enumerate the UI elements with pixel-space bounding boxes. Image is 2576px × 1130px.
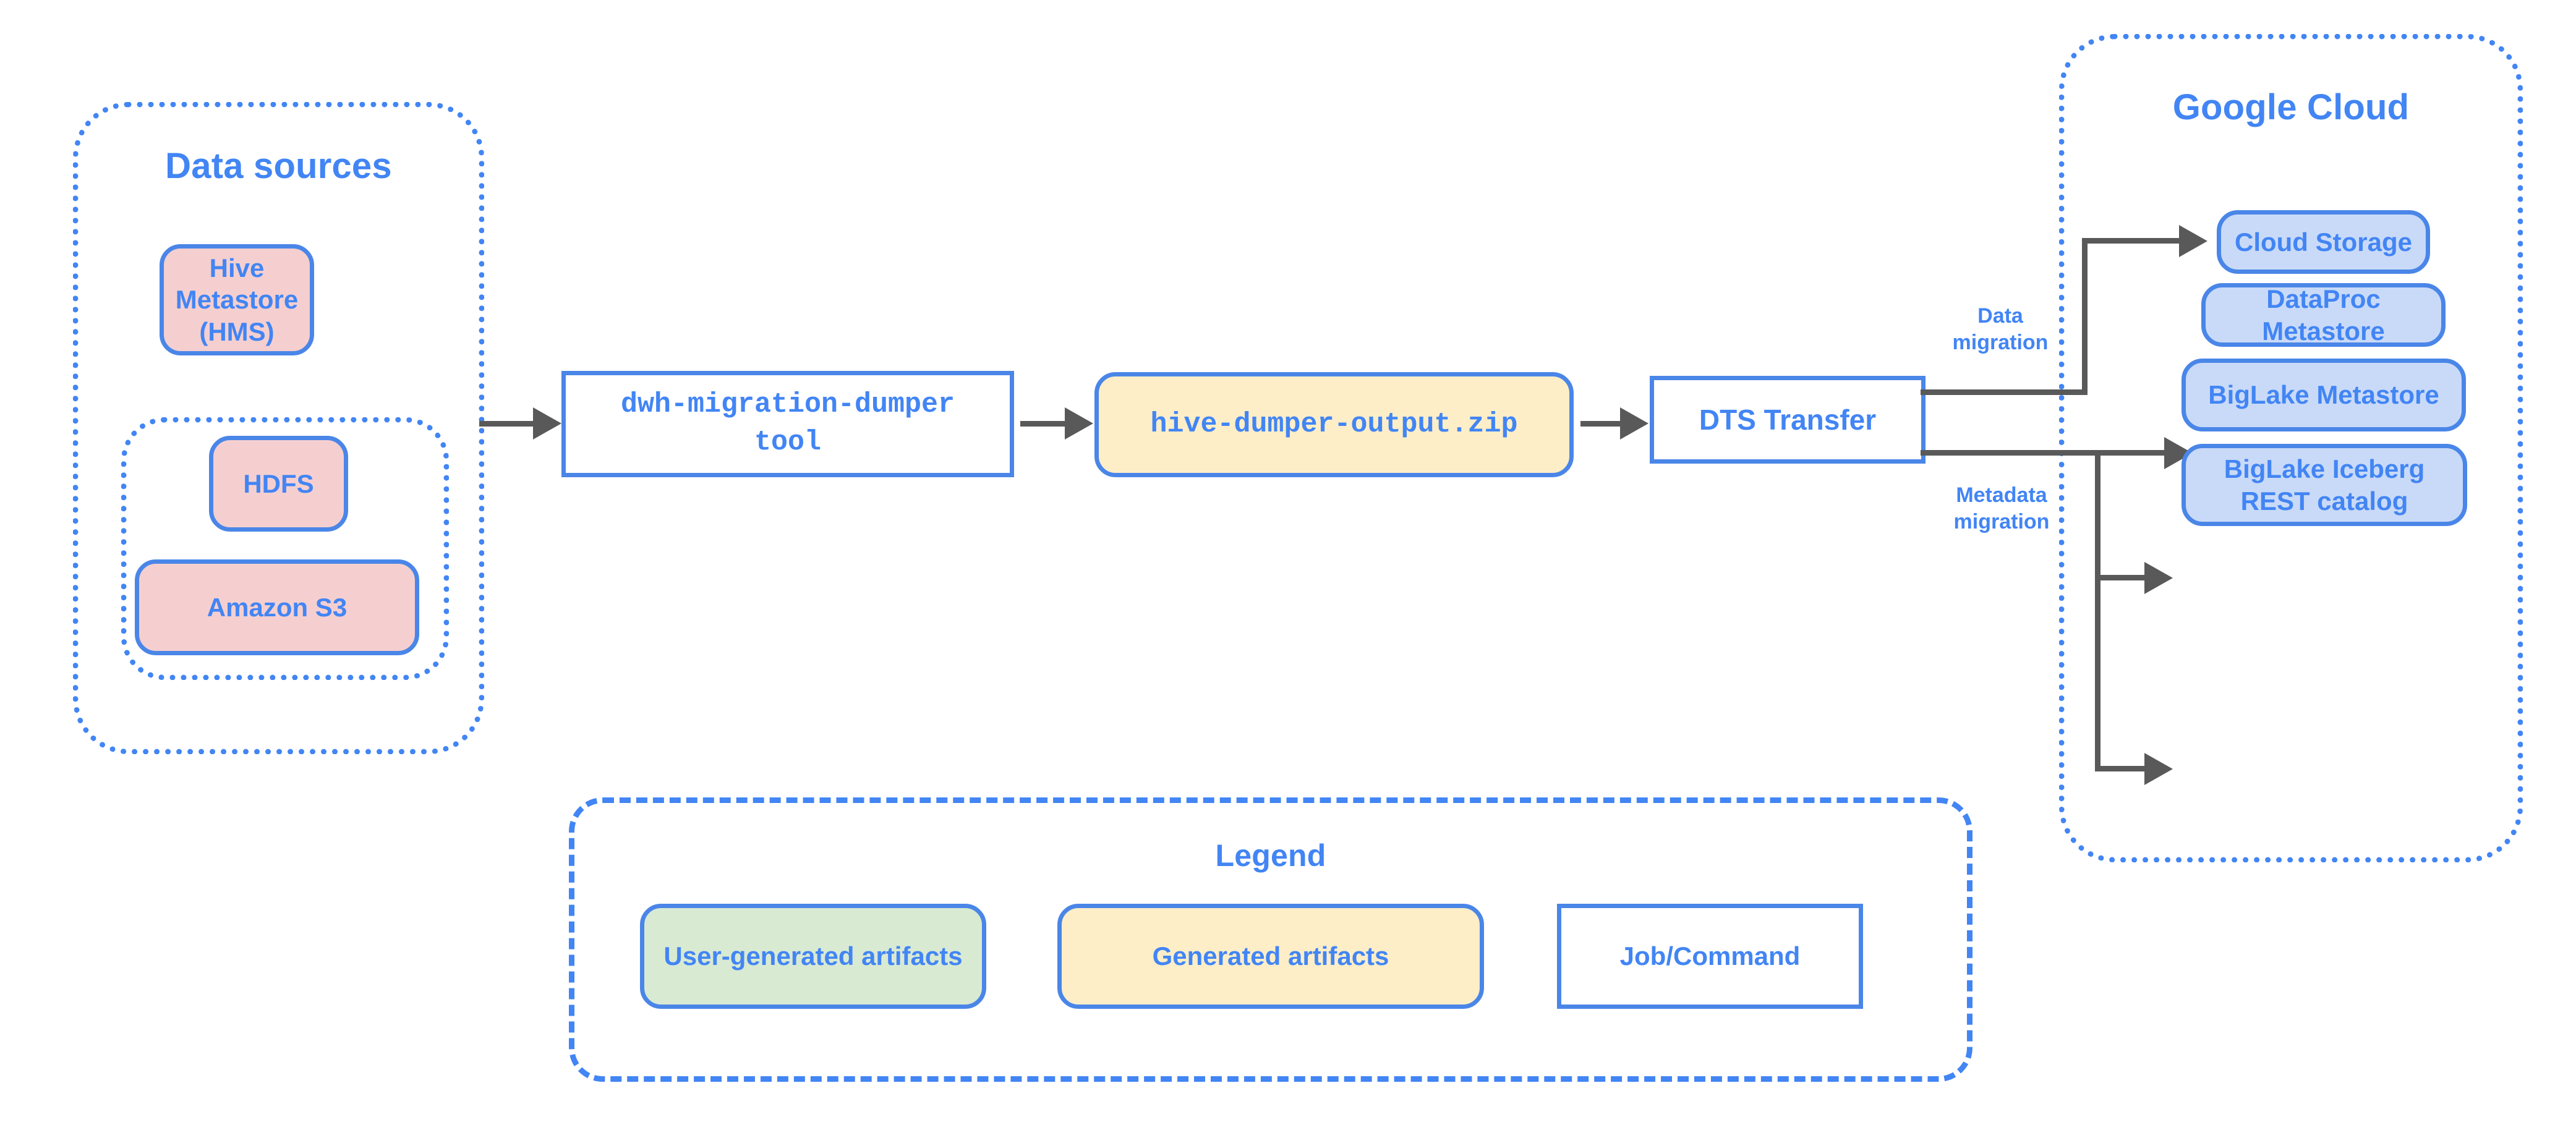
connector-metadata-to-biglake-metastore: [2095, 575, 2147, 580]
data-sources-title: Data sources: [165, 146, 392, 186]
legend-group: [569, 797, 1973, 1082]
arrowhead-metadata-to-biglake-metastore: [2144, 562, 2173, 594]
node-dts-transfer-label: DTS Transfer: [1699, 403, 1877, 436]
node-hive-dumper-output-zip-label: hive-dumper-output.zip: [1150, 408, 1518, 440]
data-migration-line-2: migration: [1952, 330, 2049, 354]
node-cloud-storage-label: Cloud Storage: [2234, 227, 2412, 257]
node-hive-metastore[interactable]: Hive Metastore (HMS): [160, 244, 314, 355]
arrowhead-metadata-to-iceberg-catalog: [2144, 753, 2173, 785]
node-dts-transfer[interactable]: DTS Transfer: [1650, 376, 1926, 464]
arrowhead-data-migration: [2179, 225, 2207, 257]
connector-zip-to-dts: [1580, 421, 1623, 427]
node-amazon-s3[interactable]: Amazon S3: [135, 559, 419, 655]
edge-label-data-migration: Data migration: [1929, 303, 2071, 355]
arrowhead-dumper-to-zip: [1065, 407, 1093, 440]
node-amazon-s3-label: Amazon S3: [207, 592, 348, 622]
legend-item-job-command: Job/Command: [1557, 904, 1863, 1009]
legend-title: Legend: [1215, 838, 1326, 873]
google-cloud-title: Google Cloud: [2172, 87, 2410, 127]
metadata-migration-line-2: migration: [1953, 509, 2050, 533]
data-sources-group: [73, 102, 484, 754]
legend-item-user-generated-artifacts: User-generated artifacts: [640, 904, 986, 1009]
legend-item-generated-artifacts: Generated artifacts: [1057, 904, 1484, 1009]
node-dwh-migration-dumper-tool[interactable]: [561, 371, 1014, 477]
node-biglake-iceberg-rest-catalog-label: BigLake Iceberg REST catalog: [2224, 454, 2425, 516]
data-sources-storage-group: [121, 417, 449, 680]
node-dataproc-metastore-label: DataProc Metastore: [2262, 284, 2385, 346]
legend-item-user-generated-artifacts-label: User-generated artifacts: [663, 941, 963, 971]
node-cloud-storage[interactable]: Cloud Storage: [2217, 210, 2430, 274]
connector-sources-to-dumper: [479, 421, 536, 427]
node-hdfs-label: HDFS: [243, 469, 314, 498]
connector-metadata-migration-v: [2095, 450, 2100, 771]
node-biglake-metastore-label: BigLake Metastore: [2208, 380, 2439, 410]
metadata-migration-line-1: Metadata: [1956, 483, 2047, 507]
connector-data-migration-v: [2082, 238, 2088, 393]
google-cloud-group: [2059, 34, 2523, 862]
data-migration-line-1: Data: [1977, 304, 2023, 328]
node-biglake-metastore[interactable]: BigLake Metastore: [2181, 359, 2466, 431]
connector-metadata-migration-h1: [1921, 450, 2167, 456]
connector-dumper-to-zip: [1020, 421, 1067, 427]
node-dataproc-metastore[interactable]: DataProc Metastore: [2201, 283, 2446, 347]
edge-label-metadata-migration: Metadata migration: [1924, 482, 2079, 535]
node-biglake-iceberg-rest-catalog[interactable]: BigLake Iceberg REST catalog: [2181, 444, 2467, 526]
legend-item-job-command-label: Job/Command: [1619, 941, 1801, 971]
legend-item-generated-artifacts-label: Generated artifacts: [1152, 941, 1389, 971]
node-hive-metastore-label: Hive Metastore (HMS): [175, 253, 299, 346]
connector-metadata-to-iceberg-catalog: [2095, 766, 2147, 771]
connector-data-migration-h1: [1921, 389, 2088, 395]
node-hdfs[interactable]: HDFS: [209, 436, 348, 532]
connector-data-migration-h2: [2082, 238, 2181, 244]
arrowhead-zip-to-dts: [1620, 407, 1648, 440]
arrowhead-sources-to-dumper: [533, 407, 561, 440]
node-hive-dumper-output-zip[interactable]: hive-dumper-output.zip: [1094, 372, 1574, 477]
